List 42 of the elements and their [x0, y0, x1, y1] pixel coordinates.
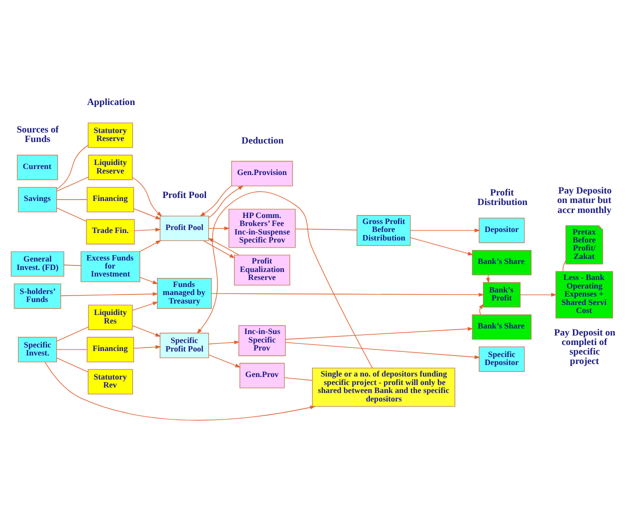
arrow: [132, 325, 161, 337]
arrow: [200, 186, 232, 217]
arrow: [132, 177, 162, 217]
connector: [56, 199, 88, 200]
arrow: [208, 354, 241, 368]
arrow: [203, 240, 236, 258]
arrow: [139, 240, 162, 252]
arrow: [208, 186, 244, 218]
arrow: [134, 345, 162, 349]
arrow: [140, 277, 158, 284]
connector: [56, 349, 88, 350]
arrow: [208, 226, 230, 230]
arrow: [520, 292, 557, 297]
label: Pay Deposito on matur but accr monthly: [557, 186, 612, 216]
arrow: [410, 228, 480, 232]
label: Profit Distribution: [477, 188, 528, 208]
label: Sources of Funds: [16, 124, 59, 146]
connector: [56, 358, 88, 372]
connector: [56, 208, 87, 222]
label: Pay Deposit on completi of specific project: [554, 327, 616, 368]
connector: [295, 228, 358, 230]
arrow: [486, 274, 490, 284]
arrow: [132, 302, 158, 311]
arrow: [285, 342, 480, 360]
arrow: [134, 208, 161, 220]
arrow: [134, 228, 161, 232]
connector: [56, 176, 89, 192]
connector: [64, 264, 82, 266]
arrow: [410, 237, 474, 256]
connector: [56, 144, 88, 190]
arrow: [196, 191, 373, 368]
label: Deduction: [242, 135, 284, 146]
arrow: [285, 326, 474, 340]
label: Application: [87, 96, 136, 108]
connector: [562, 260, 566, 272]
label: Profit Pool: [162, 190, 207, 202]
connector: [284, 377, 313, 381]
arrow: [60, 292, 158, 296]
connector: [56, 326, 89, 342]
arrow: [208, 340, 240, 344]
arrow: [211, 292, 484, 297]
arrow: [44, 362, 316, 421]
